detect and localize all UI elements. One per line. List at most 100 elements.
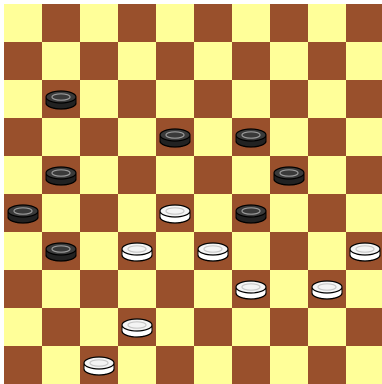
dark-square[interactable] — [346, 308, 382, 346]
light-square[interactable] — [118, 194, 156, 232]
dark-square[interactable] — [270, 4, 308, 42]
white-checker-piece[interactable] — [82, 354, 116, 378]
light-square[interactable] — [346, 118, 382, 156]
light-square[interactable] — [346, 346, 382, 384]
dark-square[interactable] — [4, 194, 42, 232]
dark-square[interactable] — [156, 270, 194, 308]
dark-square[interactable] — [80, 42, 118, 80]
white-checker-piece[interactable] — [310, 278, 344, 302]
dark-square[interactable] — [194, 80, 232, 118]
black-checker-piece[interactable] — [234, 202, 268, 226]
light-square[interactable] — [42, 118, 80, 156]
dark-square[interactable] — [80, 194, 118, 232]
dark-square[interactable] — [4, 118, 42, 156]
dark-square[interactable] — [232, 118, 270, 156]
dark-square[interactable] — [118, 156, 156, 194]
dark-square[interactable] — [42, 4, 80, 42]
dark-square[interactable] — [346, 80, 382, 118]
light-square[interactable] — [156, 4, 194, 42]
dark-square[interactable] — [118, 308, 156, 346]
light-square[interactable] — [270, 270, 308, 308]
dark-square[interactable] — [270, 232, 308, 270]
light-square[interactable] — [118, 270, 156, 308]
dark-square[interactable] — [194, 232, 232, 270]
light-square[interactable] — [308, 232, 346, 270]
light-square[interactable] — [80, 308, 118, 346]
dark-square[interactable] — [80, 346, 118, 384]
light-square[interactable] — [80, 232, 118, 270]
light-square[interactable] — [4, 80, 42, 118]
light-square[interactable] — [4, 156, 42, 194]
light-square[interactable] — [194, 346, 232, 384]
light-square[interactable] — [42, 194, 80, 232]
dark-square[interactable] — [346, 232, 382, 270]
light-square[interactable] — [308, 4, 346, 42]
light-square[interactable] — [80, 80, 118, 118]
dark-square[interactable] — [156, 346, 194, 384]
dark-square[interactable] — [194, 308, 232, 346]
black-checker-piece[interactable] — [44, 240, 78, 264]
black-checker-piece[interactable] — [272, 164, 306, 188]
dark-square[interactable] — [42, 80, 80, 118]
light-square[interactable] — [118, 42, 156, 80]
dark-square[interactable] — [270, 156, 308, 194]
light-square[interactable] — [156, 156, 194, 194]
light-square[interactable] — [308, 156, 346, 194]
light-square[interactable] — [270, 118, 308, 156]
light-square[interactable] — [156, 308, 194, 346]
light-square[interactable] — [346, 194, 382, 232]
white-checker-piece[interactable] — [196, 240, 230, 264]
dark-square[interactable] — [156, 118, 194, 156]
dark-square[interactable] — [270, 308, 308, 346]
white-checker-piece[interactable] — [120, 316, 154, 340]
light-square[interactable] — [118, 346, 156, 384]
light-square[interactable] — [308, 308, 346, 346]
light-square[interactable] — [118, 118, 156, 156]
dark-square[interactable] — [42, 156, 80, 194]
dark-square[interactable] — [118, 232, 156, 270]
white-checker-piece[interactable] — [120, 240, 154, 264]
light-square[interactable] — [42, 346, 80, 384]
dark-square[interactable] — [232, 194, 270, 232]
dark-square[interactable] — [42, 308, 80, 346]
dark-square[interactable] — [270, 80, 308, 118]
black-checker-piece[interactable] — [44, 88, 78, 112]
light-square[interactable] — [4, 308, 42, 346]
light-square[interactable] — [42, 42, 80, 80]
dark-square[interactable] — [4, 270, 42, 308]
white-checker-piece[interactable] — [348, 240, 382, 264]
light-square[interactable] — [156, 232, 194, 270]
light-square[interactable] — [308, 80, 346, 118]
light-square[interactable] — [270, 42, 308, 80]
dark-square[interactable] — [308, 270, 346, 308]
black-checker-piece[interactable] — [158, 126, 192, 150]
light-square[interactable] — [232, 308, 270, 346]
light-square[interactable] — [232, 156, 270, 194]
dark-square[interactable] — [232, 270, 270, 308]
dark-square[interactable] — [194, 156, 232, 194]
dark-square[interactable] — [308, 194, 346, 232]
dark-square[interactable] — [346, 156, 382, 194]
light-square[interactable] — [232, 4, 270, 42]
light-square[interactable] — [156, 80, 194, 118]
dark-square[interactable] — [308, 346, 346, 384]
dark-square[interactable] — [4, 346, 42, 384]
dark-square[interactable] — [42, 232, 80, 270]
dark-square[interactable] — [232, 42, 270, 80]
black-checker-piece[interactable] — [6, 202, 40, 226]
light-square[interactable] — [232, 80, 270, 118]
light-square[interactable] — [194, 270, 232, 308]
light-square[interactable] — [4, 232, 42, 270]
black-checker-piece[interactable] — [44, 164, 78, 188]
light-square[interactable] — [42, 270, 80, 308]
dark-square[interactable] — [194, 4, 232, 42]
dark-square[interactable] — [308, 118, 346, 156]
dark-square[interactable] — [232, 346, 270, 384]
light-square[interactable] — [232, 232, 270, 270]
light-square[interactable] — [194, 194, 232, 232]
dark-square[interactable] — [80, 270, 118, 308]
light-square[interactable] — [80, 156, 118, 194]
white-checker-piece[interactable] — [158, 202, 192, 226]
dark-square[interactable] — [80, 118, 118, 156]
dark-square[interactable] — [346, 4, 382, 42]
